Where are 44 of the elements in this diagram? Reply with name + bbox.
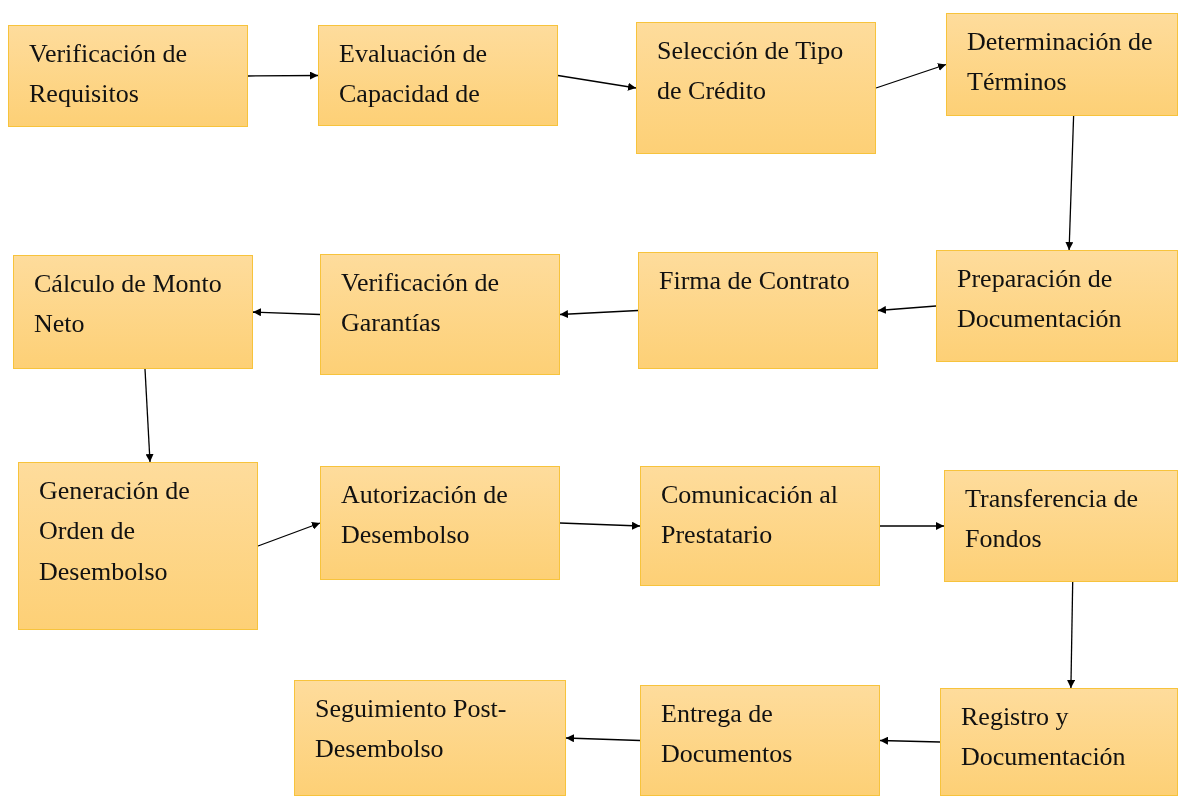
process-box: [636, 22, 876, 154]
process-box: [13, 255, 253, 369]
box-label: Comunicación al Prestatario: [661, 479, 839, 552]
box-label: Seguimiento Post-Desembolso: [315, 693, 508, 766]
box-label: Entrega de Documentos: [661, 698, 794, 771]
process-box: [320, 466, 560, 580]
arrow: [565, 734, 641, 743]
box-label: Transferencia de Fondos: [965, 483, 1140, 556]
process-box: [18, 462, 258, 630]
process-box: [8, 25, 248, 127]
arrow: [559, 521, 641, 530]
box-label: Firma de Contrato: [659, 265, 851, 297]
process-box: [294, 680, 566, 796]
box-label: Verificación de Garantías: [341, 267, 501, 340]
process-box: [320, 254, 560, 375]
process-box: [640, 466, 880, 586]
process-box: [638, 252, 878, 369]
box-label: Cálculo de Monto Neto: [34, 268, 223, 341]
box-label: Verificación de Requisitos: [29, 38, 189, 111]
arrow: [559, 309, 639, 319]
arrow: [252, 308, 321, 317]
box-label: Generación de Orden de Desembolso: [39, 475, 191, 588]
process-box: [946, 13, 1178, 116]
arrow: [247, 71, 319, 80]
arrow: [875, 63, 947, 89]
arrow: [877, 305, 937, 314]
arrow: [1067, 581, 1076, 689]
box-label: Determinación de Términos: [967, 26, 1154, 99]
process-box: [940, 688, 1178, 796]
process-box: [318, 25, 558, 126]
arrow: [879, 736, 941, 745]
process-box: [640, 685, 880, 796]
box-label: Selección de Tipo de Crédito: [657, 35, 845, 108]
arrow: [1065, 115, 1075, 251]
box-label: Autorización de Desembolso: [341, 479, 509, 552]
process-box: [936, 250, 1178, 362]
arrow: [257, 522, 321, 547]
box-label: Evaluación de Capacidad de: [339, 38, 488, 111]
box-label: Registro y Documentación: [961, 701, 1127, 774]
process-box: [944, 470, 1178, 582]
arrow: [879, 522, 945, 530]
arrow: [557, 74, 637, 91]
box-label: Preparación de Documentación: [957, 263, 1123, 336]
arrow: [144, 368, 154, 463]
